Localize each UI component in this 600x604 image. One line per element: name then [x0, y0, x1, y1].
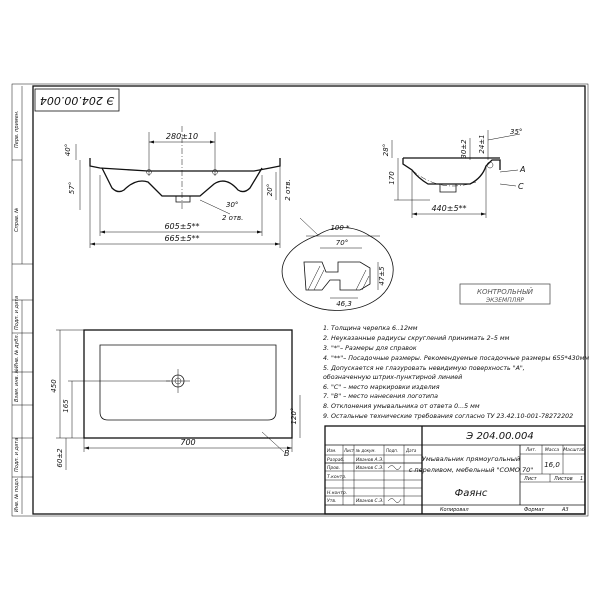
dim-60: 60±2 — [56, 448, 64, 468]
row-header: Лист — [343, 448, 355, 453]
dim-700: 700 — [180, 438, 195, 447]
detail-callout: 100 * 70° 47±5 46,3 — [281, 217, 394, 311]
format-value: А3 — [561, 507, 569, 513]
row-role: Разраб. — [327, 457, 345, 463]
side-label: Инв. № подл. — [14, 478, 20, 513]
dim-57: 57° — [68, 182, 76, 194]
side-label: Справ. № — [14, 208, 20, 232]
front-bowl — [101, 167, 263, 197]
row-name: Иванов С.Э. — [356, 465, 384, 471]
plan-view: 450 165 60±2 700 120° В — [50, 329, 301, 470]
dim-28: 28° — [382, 144, 390, 156]
row-role: Т.контр. — [327, 474, 347, 480]
row-role: Н.контр. — [327, 490, 347, 496]
row-name: Иванов С.Э. — [356, 498, 384, 504]
dim-20: 20° — [266, 184, 274, 196]
row-header: Дата — [405, 448, 417, 453]
note-line: 2. Неуказанные радиусы скруглений приним… — [323, 335, 510, 342]
dim-30: 30° — [226, 201, 238, 209]
side-label: Взам. инв. № — [14, 368, 20, 402]
material: Фаянс — [455, 488, 488, 499]
title-block: Э 204.00.004 Умывальник прямоугольный с … — [324, 425, 586, 515]
rotated-stamp-code: Э 204.00.004 — [40, 94, 115, 107]
row-role: Пров. — [327, 465, 340, 471]
dim-120: 120° — [290, 408, 298, 425]
row-header: № докум. — [355, 448, 376, 453]
title-block-code: Э 204.00.004 — [465, 431, 533, 442]
row-role: Утв. — [327, 498, 336, 504]
sheets-count: 1 — [580, 476, 583, 482]
note-line: 5. Допускается не глазуровать невидимую … — [323, 365, 525, 372]
note-line: 1. Толщина черепка 6..12мм — [323, 325, 418, 332]
header-mass: Масса — [545, 447, 560, 453]
header-scale: Масштаб — [563, 447, 585, 453]
dim-2otv-b: 2 отв. — [284, 179, 292, 200]
plan-outline — [83, 329, 293, 439]
row-name: Иванов А.Э. — [356, 457, 384, 463]
plan-bowl — [99, 344, 277, 421]
copied-label: Копировал — [440, 507, 469, 513]
side-label: Подп. и дата — [14, 438, 20, 472]
dim-46: 46,3 — [336, 300, 352, 308]
mass-value: 16,0 — [544, 461, 560, 469]
dim-605: 605±5** — [164, 222, 199, 231]
side-label: Инв. № дубл. — [14, 334, 20, 368]
dim-440: 440±5** — [431, 204, 466, 213]
detail-bubble — [281, 227, 394, 311]
dim-170: 170 — [388, 171, 396, 185]
front-rim — [89, 158, 281, 172]
header-lit: Лит. — [525, 447, 536, 453]
side-view: 35° 30±2 24±1 28° 170 440±5** А С — [382, 128, 525, 218]
row-header: Подп. — [386, 448, 398, 453]
side-label: Перв. примен. — [14, 110, 20, 148]
dim-450: 450 — [50, 379, 58, 393]
note-line: 7. "В" – место нанесения логотипа — [323, 393, 438, 400]
label-b: В — [284, 449, 290, 458]
dim-47: 47±5 — [378, 266, 386, 286]
title-block-frame — [324, 425, 586, 515]
product-name-line1: Умывальник прямоугольный — [422, 455, 520, 463]
dim-40: 40° — [64, 144, 72, 156]
row-header: Изм. — [327, 448, 336, 453]
product-name-line2: с переливом, мебельный "СОМО 70" — [409, 466, 534, 474]
note-line: 6. "С" – место маркировки изделия — [323, 384, 440, 391]
note-line: 3. "*"– Размеры для справок — [323, 345, 417, 352]
note-line: 4. "**"– Посадочные размеры. Рекомендуем… — [323, 355, 589, 362]
control-copy-line1: КОНТРОЛЬНЫЙ — [477, 287, 534, 296]
note-line: обозначенную штрих-пунктирной линией — [323, 373, 462, 381]
note-line: 8. Отклонения умывальника от ответа 0...… — [323, 403, 480, 410]
dim-665: 665±5** — [164, 234, 199, 243]
control-copy-line2: ЭКЗЕМПЛЯР — [485, 297, 524, 304]
dim-35: 35° — [510, 128, 522, 136]
label-c: С — [518, 182, 524, 191]
dim-100: 100 * — [330, 224, 350, 232]
note-line: 9. Остальные технические требования согл… — [323, 412, 573, 420]
side-profile — [402, 158, 501, 185]
dim-24: 24±1 — [478, 134, 486, 153]
dim-70: 70° — [336, 239, 348, 247]
signature-mark — [387, 498, 402, 503]
label-a: А — [519, 165, 525, 174]
detail-section — [303, 261, 371, 291]
signature-mark — [387, 465, 402, 470]
dim-2otv-a: 2 отв. — [222, 214, 243, 222]
rotated-stamp-box — [34, 88, 120, 112]
sheet-label: Лист — [523, 476, 538, 482]
side-label: Подп. и дата — [14, 296, 20, 330]
dim-30-2: 30±2 — [460, 139, 468, 159]
dim-165: 165 — [62, 399, 70, 413]
format-label: Формат — [524, 507, 545, 513]
technical-notes: 1. Толщина черепка 6..12мм 2. Неуказанны… — [323, 325, 589, 420]
control-copy-stamp: КОНТРОЛЬНЫЙ ЭКЗЕМПЛЯР — [459, 283, 551, 305]
front-view: 280±10 40° 57° 30° 2 отв. 20° 2 отв. 605… — [64, 126, 292, 248]
dim-280: 280±10 — [166, 132, 198, 141]
sheets-label: Листов — [553, 476, 573, 482]
